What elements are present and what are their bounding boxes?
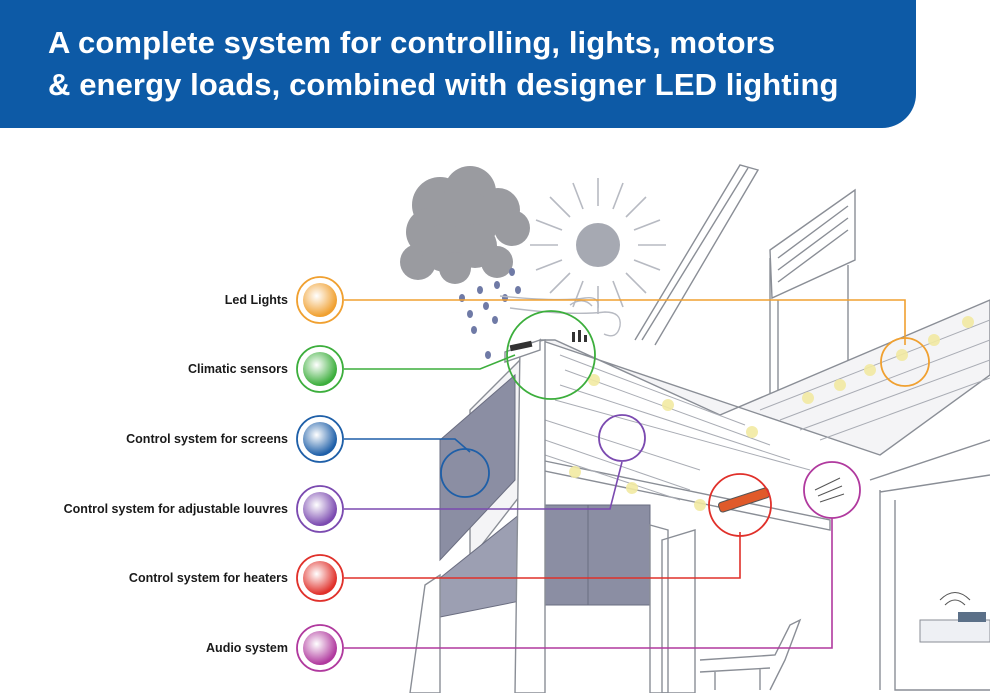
sensor-icon (509, 330, 587, 352)
cloud-icon (400, 166, 530, 284)
bullet-screens (296, 415, 344, 463)
connector-lines (344, 299, 906, 649)
pergola-illustration (296, 164, 990, 693)
label-led-lights: Led Lights (224, 293, 288, 307)
label-audio: Audio system (206, 641, 288, 655)
bullet-heaters (296, 554, 344, 602)
sun-lounger (699, 618, 802, 691)
speaker-icon (814, 477, 845, 503)
bullet-audio (296, 624, 344, 672)
sun-icon (530, 178, 666, 314)
label-louvres: Control system for adjustable louvres (63, 502, 288, 516)
label-screens: Control system for screens (126, 432, 288, 446)
wind-icon (499, 295, 621, 337)
pergola-posts (409, 339, 696, 693)
label-climatic-sensors: Climatic sensors (187, 362, 288, 376)
house-outline (634, 164, 990, 691)
led-light-fixtures (569, 316, 974, 511)
label-heaters: Control system for heaters (128, 571, 288, 585)
page-title: A complete system for controlling, light… (48, 22, 839, 106)
radio-icon (919, 592, 990, 643)
bullet-climatic-sensors (296, 345, 344, 393)
highlight-circles (440, 310, 930, 537)
header-banner: A complete system for controlling, light… (0, 0, 916, 128)
bullet-louvres (296, 485, 344, 533)
title-line-2: & energy loads, combined with designer L… (48, 67, 839, 102)
legend-bullets (296, 276, 344, 672)
bullet-led-lights (296, 276, 344, 324)
title-line-1: A complete system for controlling, light… (48, 25, 776, 60)
